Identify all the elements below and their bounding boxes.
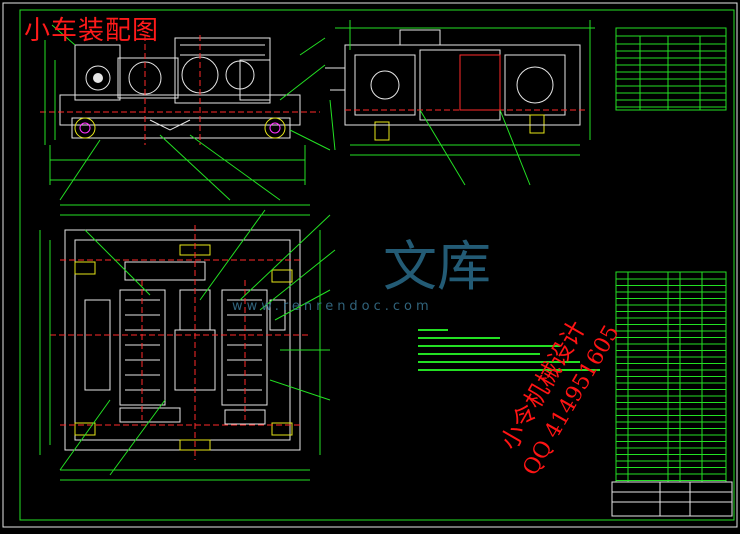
title-block (611, 481, 733, 517)
inner-border (19, 9, 735, 521)
drawing-title: 小车装配图 (24, 16, 160, 46)
spec-table (615, 27, 727, 111)
plan-view (39, 204, 336, 481)
watermark-url: www.renrendoc.com (232, 299, 433, 314)
watermark-text: 文库 (383, 235, 491, 298)
parts-list (615, 271, 727, 483)
side-view (325, 20, 595, 186)
technical-notes (418, 329, 600, 371)
front-view (40, 24, 331, 201)
outer-border (2, 2, 738, 528)
